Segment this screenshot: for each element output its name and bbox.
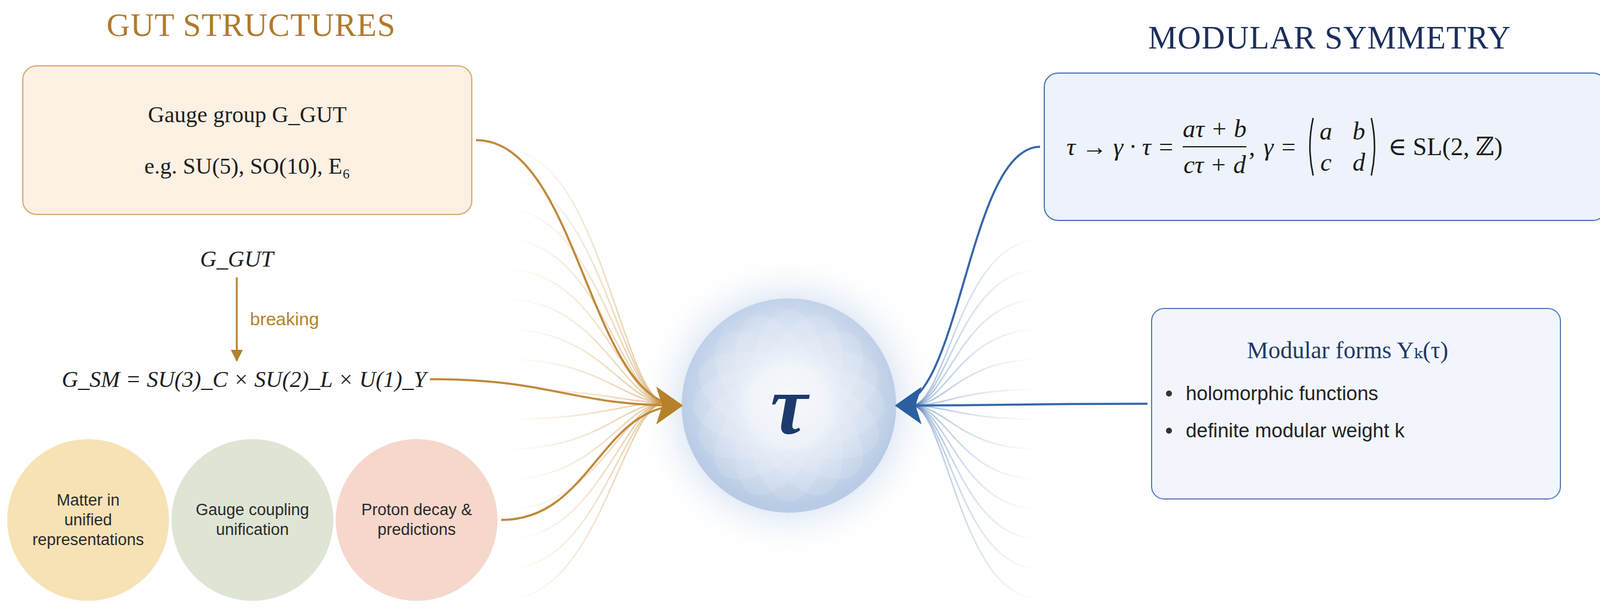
matrix-bracket [1368,116,1380,178]
bullet-mark [1165,428,1172,435]
matrix-entry: a [1319,116,1333,147]
formula-text: τ → γ · τ = [1066,131,1175,162]
fan-line [506,149,666,403]
matrix-entry: c [1320,147,1332,178]
sm-group-label: G_SM = SU(3)_C × SU(2)_L × U(1)_Y [61,365,427,394]
fraction-bar [1182,146,1247,149]
matrix-bracket [1305,116,1316,178]
circle-text: Gauge coupling unification [195,500,310,541]
fan-line [506,402,666,450]
fan-line [911,405,1041,570]
modulus-disk [681,298,897,514]
matrix: abcd [1305,116,1380,178]
transformation-box: τ → γ · τ =aτ + b cτ + d,γ = abcd ∈ SL(2, ℤ… [1043,72,1600,222]
box-heading: Gauge group G_GUT [148,100,347,129]
matrix-entry: d [1352,147,1366,178]
fan-line [911,359,1041,406]
fan-line [911,405,1041,600]
bracket-stroke [1309,118,1313,176]
feature-circle: Matter in unified representations [7,439,170,602]
fan-line [506,209,666,403]
bullet-dot [1165,390,1173,398]
fan-line [506,269,666,403]
numerator: aτ + b [1182,113,1247,144]
modulus-symbol: τ [770,357,808,454]
converging-arrow [896,404,1148,406]
formula-text: γ = [1263,131,1297,162]
math-label: G_GUT [200,245,274,273]
math-label: G_SM = SU(3)_C × SU(2)_L × U(1)_Y [61,365,427,394]
bullet-mark [1165,390,1172,397]
example-text: e.g. SU(5), SO(10), E₆ [144,152,351,180]
converging-arrow [896,146,1041,406]
matrix-entry: b [1352,116,1366,147]
modulus-circle: τ [681,298,897,514]
denominator: cτ + d [1183,149,1246,180]
fan-line [506,179,666,403]
bullet-dot [1165,427,1173,435]
fan-line [506,329,666,403]
converging-arrow [475,140,682,406]
fan-line [506,389,666,403]
feature-circle: Gauge coupling unification [171,439,334,602]
fan-line [506,402,666,600]
fan-line [911,389,1041,406]
gauge-group-box: Gauge group G_GUT e.g. SU(5), SO(10), E₆ [22,65,473,216]
gold-fan [506,149,666,600]
section-title: GUT STRUCTURES [106,6,397,44]
comma: , [1248,131,1256,162]
breaking-arrow [236,277,238,361]
converging-arrow [501,405,682,521]
edge-label: breaking [247,308,322,331]
fan-line [911,299,1041,406]
bullet-row: holomorphic functions [1165,381,1530,406]
fan-line [506,402,666,510]
section-title: MODULAR SYMMETRY [1147,19,1512,57]
blue-fan [911,239,1041,600]
bracket-stroke [1371,118,1375,176]
gut-group-label: G_GUT [200,245,274,273]
fan-line [506,359,666,403]
fan-line [911,239,1041,406]
bullet-text: definite modular weight k [1185,419,1405,444]
bullet-text: holomorphic functions [1185,381,1379,406]
fan-line [911,329,1041,406]
fan-line [911,405,1041,450]
circle-text: Matter in unified representations [31,490,146,551]
fan-line [911,269,1041,406]
bullet-row: definite modular weight k [1165,419,1530,444]
converging-arrow [429,379,682,406]
modular-forms-box: Modular forms Yₖ(τ) holomorphic functions… [1150,308,1562,500]
feature-circle: Proton decay & predictions [335,439,498,602]
fan-line [506,239,666,403]
matrix-grid: abcd [1319,116,1366,178]
circle-text: Proton decay & predictions [359,500,474,541]
fan-line [506,402,666,570]
group-text: ∈ SL(2, ℤ) [1387,131,1503,162]
fraction: aτ + b cτ + d [1182,113,1247,181]
box-heading: Modular forms Yₖ(τ) [1165,336,1530,366]
